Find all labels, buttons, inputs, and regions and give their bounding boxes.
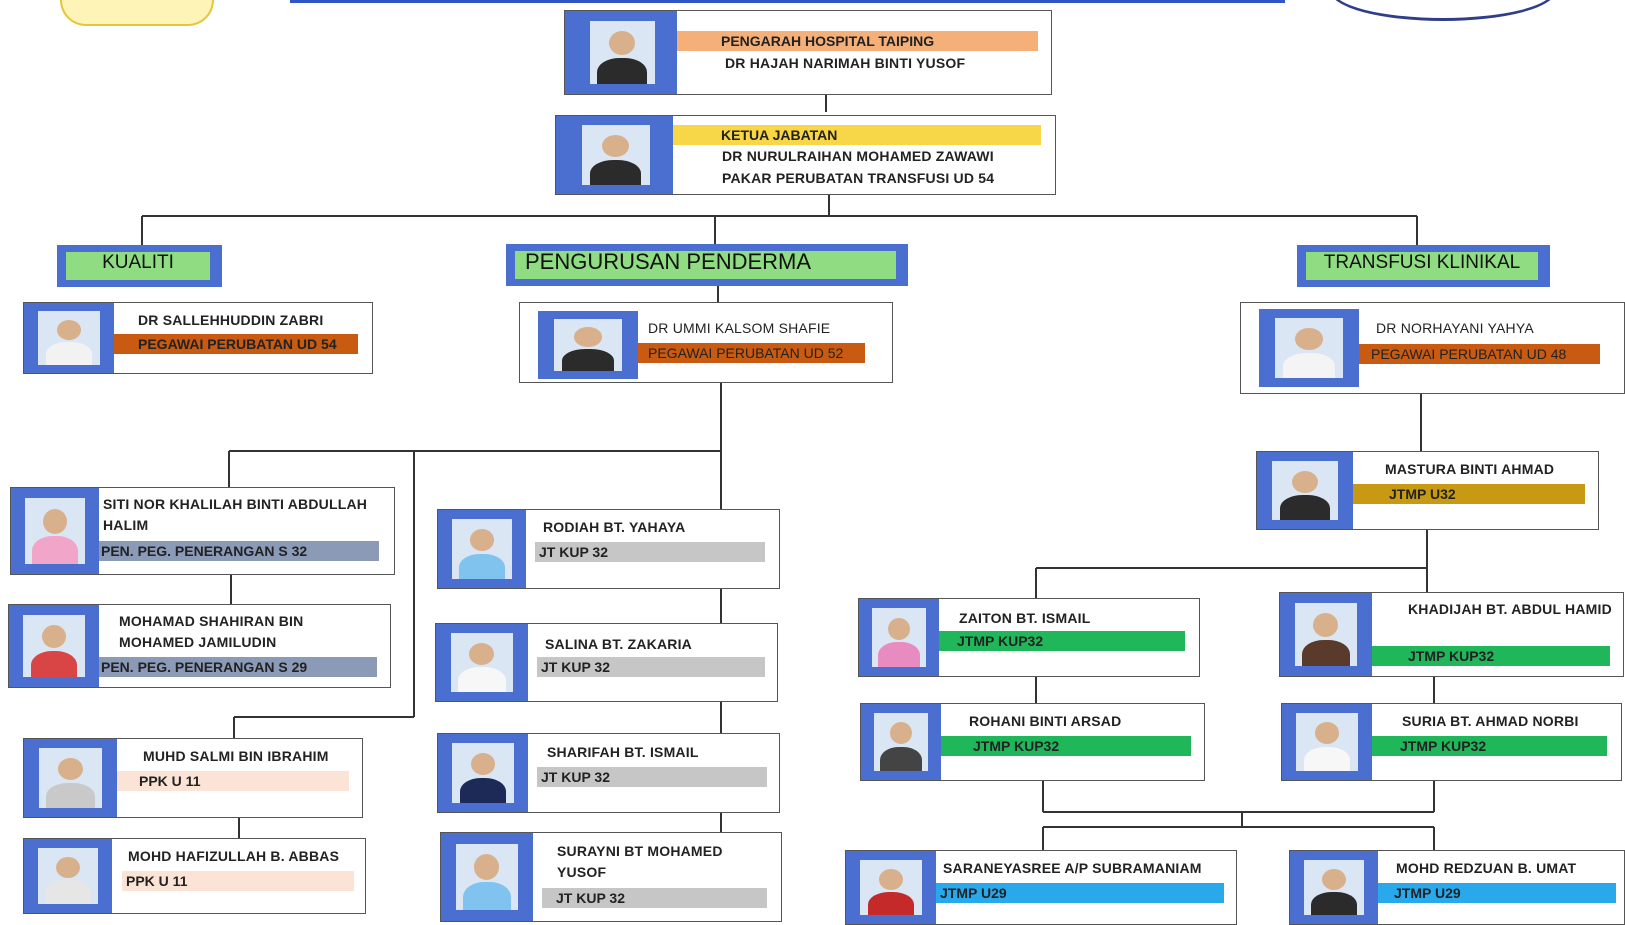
header-bar xyxy=(290,0,1285,3)
penderma-officer-grade: PEGAWAI PERUBATAN UD 52 xyxy=(638,343,865,363)
mastura-photo xyxy=(1257,452,1353,529)
siti-card: SITI NOR KHALILAH BINTI ABDULLAH HALIM P… xyxy=(10,487,395,575)
siti-photo xyxy=(11,488,99,574)
salina-card: SALINA BT. ZAKARIA JT KUP 32 xyxy=(435,623,778,702)
rodiah-name: RODIAH BT. YAHAYA xyxy=(543,519,686,535)
salina-photo xyxy=(436,624,528,701)
rohani-photo xyxy=(861,704,941,780)
surayni-card: SURAYNI BT MOHAMED YUSOF JT KUP 32 xyxy=(440,832,782,922)
director-card: PENGARAH HOSPITAL TAIPING DR HAJAH NARIM… xyxy=(564,10,1052,95)
mastura-card: MASTURA BINTI AHMAD JTMP U32 xyxy=(1256,451,1599,530)
kualiti-officer-grade: PEGAWAI PERUBATAN UD 54 xyxy=(114,334,358,354)
shahiran-grade: PEN. PEG. PENERANGAN S 29 xyxy=(99,657,377,677)
siti-name: SITI NOR KHALILAH BINTI ABDULLAH HALIM xyxy=(103,496,368,533)
khadijah-card: KHADIJAH BT. ABDUL HAMID JTMP KUP32 xyxy=(1279,592,1624,677)
shahiran-photo xyxy=(9,605,99,687)
khadijah-name: KHADIJAH BT. ABDUL HAMID xyxy=(1408,601,1612,617)
rodiah-photo xyxy=(438,510,526,588)
penderma-officer-card: DR UMMI KALSOM SHAFIE PEGAWAI PERUBATAN … xyxy=(519,302,893,383)
saraneyasree-grade: JTMP U29 xyxy=(936,883,1224,903)
penderma-officer-name: DR UMMI KALSOM SHAFIE xyxy=(648,320,831,336)
head-title: PAKAR PERUBATAN TRANSFUSI UD 54 xyxy=(722,170,995,186)
klinikal-officer-photo xyxy=(1259,309,1359,387)
salmi-grade: PPK U 11 xyxy=(117,771,349,791)
section-klinikal: TRANSFUSI KLINIKAL xyxy=(1297,245,1550,287)
suria-grade: JTMP KUP32 xyxy=(1372,736,1607,756)
hafizullah-name: MOHD HAFIZULLAH B. ABBAS xyxy=(128,848,340,864)
zaiton-name: ZAITON BT. ISMAIL xyxy=(959,610,1091,626)
director-photo xyxy=(565,11,677,94)
hafizullah-photo xyxy=(24,839,112,913)
salmi-photo xyxy=(24,739,117,817)
redzuan-card: MOHD REDZUAN B. UMAT JTMP U29 xyxy=(1289,850,1625,925)
rohani-card: ROHANI BINTI ARSAD JTMP KUP32 xyxy=(860,703,1205,781)
head-card: KETUA JABATAN DR NURULRAIHAN MOHAMED ZAW… xyxy=(555,115,1056,195)
kualiti-officer-card: DR SALLEHHUDDIN ZABRI PEGAWAI PERUBATAN … xyxy=(23,302,373,374)
hafizullah-card: MOHD HAFIZULLAH B. ABBAS PPK U 11 xyxy=(23,838,366,914)
rodiah-card: RODIAH BT. YAHAYA JT KUP 32 xyxy=(437,509,780,589)
sharifah-card: SHARIFAH BT. ISMAIL JT KUP 32 xyxy=(437,733,780,813)
penderma-officer-photo xyxy=(538,311,638,379)
director-role: PENGARAH HOSPITAL TAIPING xyxy=(677,31,1038,51)
redzuan-photo xyxy=(1290,851,1378,924)
kualiti-officer-photo xyxy=(24,303,114,373)
klinikal-officer-name: DR NORHAYANI YAHYA xyxy=(1376,320,1534,336)
shahiran-card: MOHAMAD SHAHIRAN BIN MOHAMED JAMILUDIN P… xyxy=(8,604,391,688)
head-role: KETUA JABATAN xyxy=(673,125,1041,145)
saraneyasree-name: SARANEYASREE A/P SUBRAMANIAM xyxy=(943,860,1202,876)
section-penderma: PENGURUSAN PENDERMA xyxy=(506,244,908,286)
klinikal-officer-card: DR NORHAYANI YAHYA PEGAWAI PERUBATAN UD … xyxy=(1240,302,1625,394)
kualiti-officer-name: DR SALLEHHUDDIN ZABRI xyxy=(138,312,324,328)
suria-name: SURIA BT. AHMAD NORBI xyxy=(1402,713,1579,729)
section-kualiti: KUALITI xyxy=(57,245,222,287)
head-photo xyxy=(556,116,673,194)
hospital-logo xyxy=(60,0,214,26)
section-kualiti-label: KUALITI xyxy=(66,252,210,280)
rohani-grade: JTMP KUP32 xyxy=(941,736,1191,756)
rohani-name: ROHANI BINTI ARSAD xyxy=(969,713,1122,729)
director-name: DR HAJAH NARIMAH BINTI YUSOF xyxy=(725,55,966,71)
salmi-card: MUHD SALMI BIN IBRAHIM PPK U 11 xyxy=(23,738,363,818)
rodiah-grade: JT KUP 32 xyxy=(535,542,765,562)
siti-grade: PEN. PEG. PENERANGAN S 32 xyxy=(99,541,379,561)
khadijah-grade: JTMP KUP32 xyxy=(1372,646,1610,666)
surayni-grade: JT KUP 32 xyxy=(542,888,767,908)
sharifah-name: SHARIFAH BT. ISMAIL xyxy=(547,744,699,760)
section-penderma-label: PENGURUSAN PENDERMA xyxy=(515,251,896,279)
salmi-name: MUHD SALMI BIN IBRAHIM xyxy=(143,748,329,764)
salina-grade: JT KUP 32 xyxy=(537,657,765,677)
redzuan-grade: JTMP U29 xyxy=(1378,883,1616,903)
zaiton-grade: JTMP KUP32 xyxy=(939,631,1185,651)
surayni-name: SURAYNI BT MOHAMED YUSOF xyxy=(557,843,723,880)
zaiton-card: ZAITON BT. ISMAIL JTMP KUP32 xyxy=(858,598,1200,677)
shahiran-name: MOHAMAD SHAHIRAN BIN MOHAMED JAMILUDIN xyxy=(119,613,304,650)
mastura-grade: JTMP U32 xyxy=(1353,484,1585,504)
saraneyasree-photo xyxy=(846,851,936,924)
sharifah-grade: JT KUP 32 xyxy=(537,767,767,787)
suria-card: SURIA BT. AHMAD NORBI JTMP KUP32 xyxy=(1281,703,1622,781)
khadijah-photo xyxy=(1280,593,1372,676)
hafizullah-grade: PPK U 11 xyxy=(122,871,354,891)
zaiton-photo xyxy=(859,599,939,676)
redzuan-name: MOHD REDZUAN B. UMAT xyxy=(1396,860,1577,876)
sharifah-photo xyxy=(438,734,528,812)
section-klinikal-label: TRANSFUSI KLINIKAL xyxy=(1306,252,1538,280)
suria-photo xyxy=(1282,704,1372,780)
mastura-name: MASTURA BINTI AHMAD xyxy=(1385,461,1555,477)
saraneyasree-card: SARANEYASREE A/P SUBRAMANIAM JTMP U29 xyxy=(845,850,1237,925)
salina-name: SALINA BT. ZAKARIA xyxy=(545,636,692,652)
klinikal-officer-grade: PEGAWAI PERUBATAN UD 48 xyxy=(1359,344,1600,364)
head-name: DR NURULRAIHAN MOHAMED ZAWAWI xyxy=(722,148,994,164)
surayni-photo xyxy=(441,833,533,921)
